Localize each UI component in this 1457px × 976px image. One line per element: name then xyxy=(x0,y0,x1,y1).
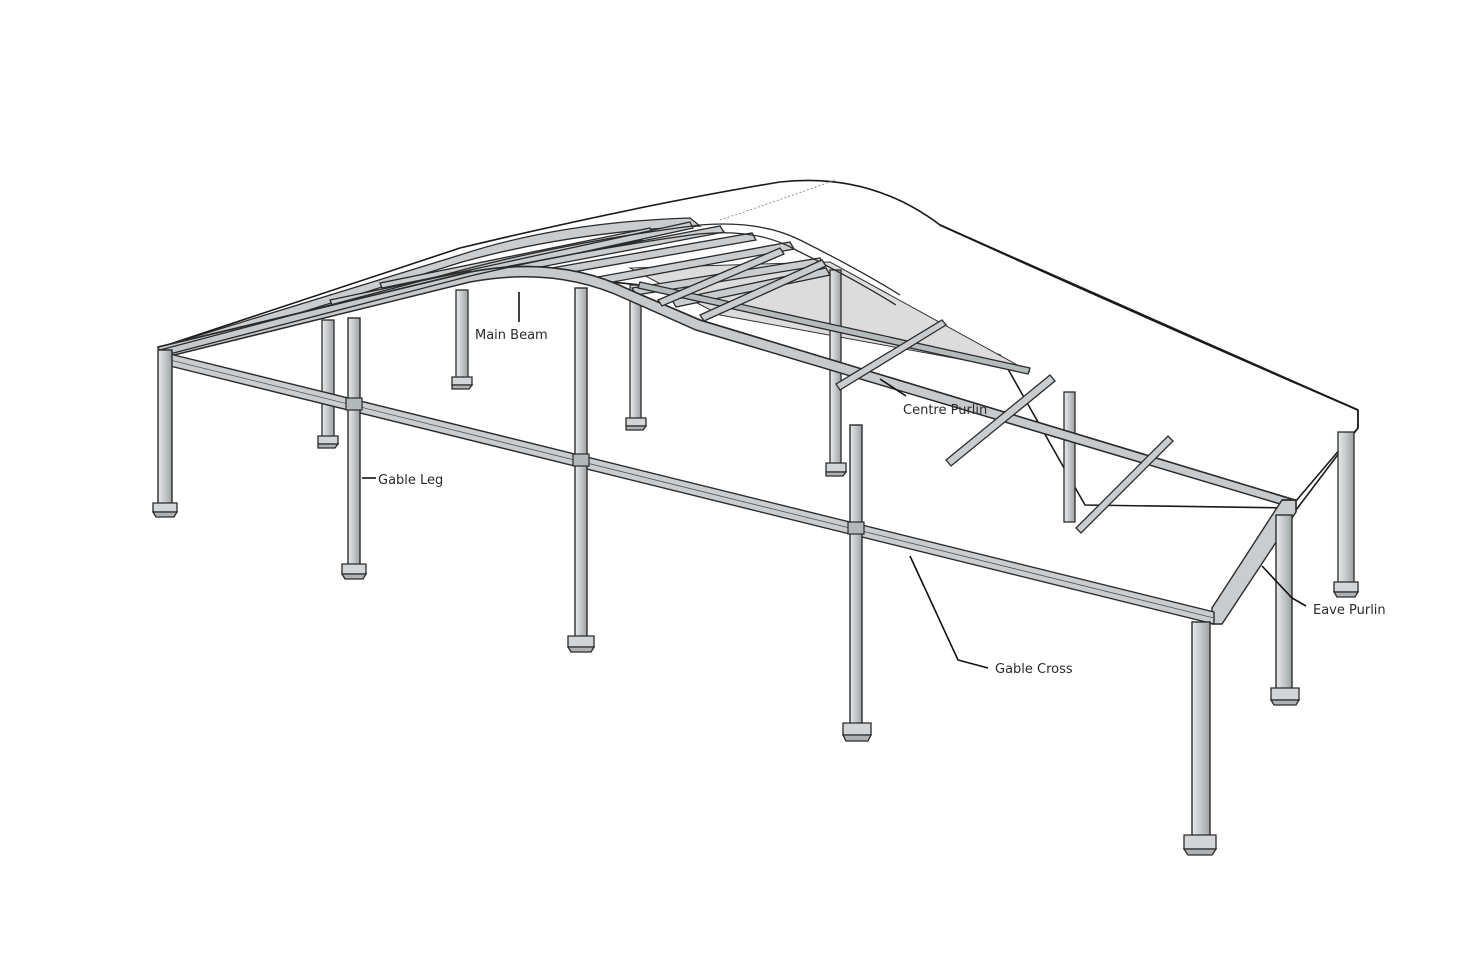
front-legs xyxy=(157,287,1293,838)
gable-leg-back-1 xyxy=(321,319,335,439)
main-beam-label: Main Beam xyxy=(475,328,548,343)
back-base-plates xyxy=(317,376,1360,598)
annotations: Main Beam Centre Purlin Gable Leg Eave P… xyxy=(362,292,1386,677)
eave-leg-far-right xyxy=(1337,431,1355,585)
eave-leg-mid-right xyxy=(1275,514,1293,691)
gable-cross-label: Gable Cross xyxy=(995,662,1073,677)
corner-leg-right xyxy=(1191,621,1211,838)
centre-purlins xyxy=(657,247,1174,534)
gable-leg-front-1 xyxy=(347,317,361,567)
gable-leg-back-5 xyxy=(1063,391,1076,523)
gable-leg-label: Gable Leg xyxy=(378,473,443,488)
corner-leg-left xyxy=(157,349,173,506)
eave-purlin-label: Eave Purlin xyxy=(1313,603,1386,618)
gable-cross-leader xyxy=(909,555,989,669)
gable-leg-front-3 xyxy=(849,424,863,726)
eave-purlin-leader xyxy=(1261,565,1307,607)
front-base-plates xyxy=(151,502,1301,856)
centre-purlin-leader xyxy=(879,378,907,397)
rail-joints xyxy=(345,397,865,535)
gable-leg-back-2 xyxy=(455,289,469,379)
centre-purlin-label: Centre Purlin xyxy=(903,403,987,418)
